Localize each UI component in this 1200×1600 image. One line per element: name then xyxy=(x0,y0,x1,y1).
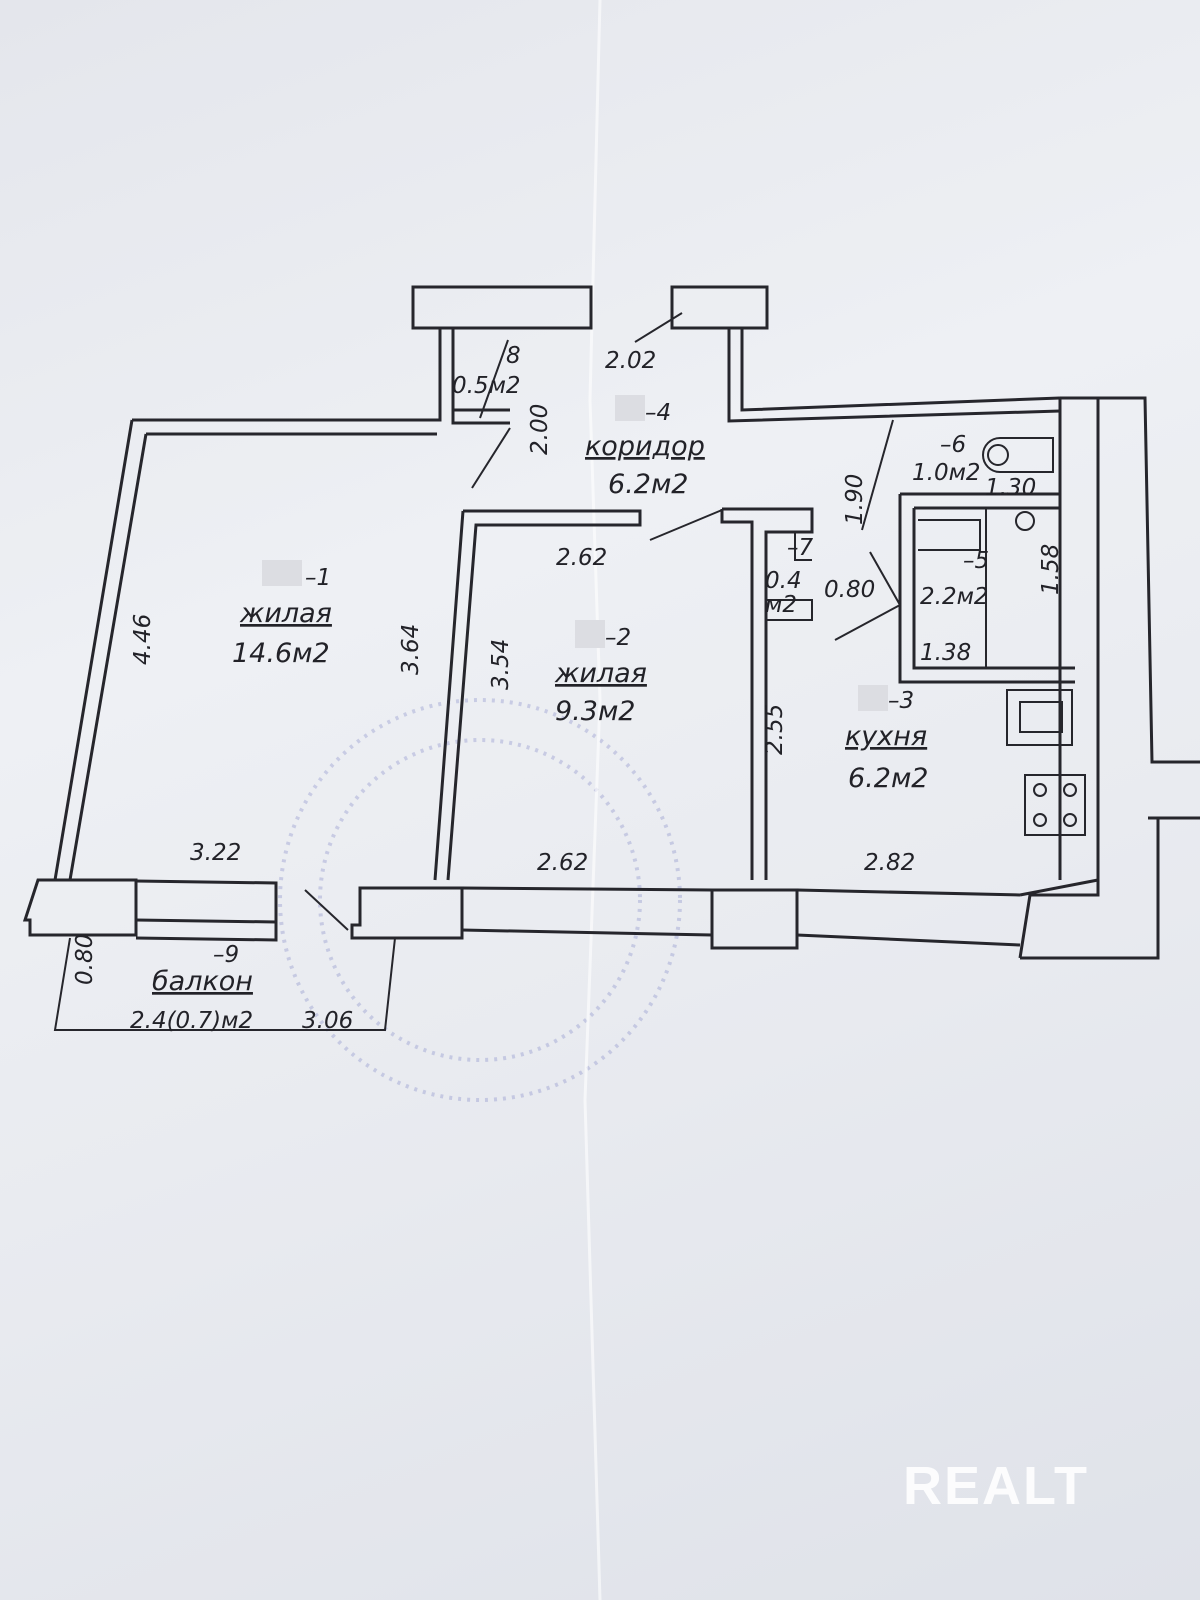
dim-0-80-balcony: 0.80 xyxy=(72,934,98,985)
room5-area: 2.2м2 xyxy=(920,584,989,610)
dim-1-30: 1.30 xyxy=(985,475,1036,501)
room5-number: –5 xyxy=(963,548,989,574)
dim-2-02: 2.02 xyxy=(605,348,656,374)
realt-watermark: REALT xyxy=(903,1456,1089,1516)
dimension-labels: 2.00 2.02 1.30 1.90 2.62 0.80 1.58 1.38 … xyxy=(72,348,1064,1034)
dim-3-22: 3.22 xyxy=(190,840,241,866)
dim-2-55: 2.55 xyxy=(762,704,788,755)
dim-1-58: 1.58 xyxy=(1038,544,1064,595)
walls xyxy=(22,285,1200,1031)
dim-3-54: 3.54 xyxy=(488,639,514,690)
dim-2-62-room2: 2.62 xyxy=(537,850,588,876)
room3-number: –3 xyxy=(888,688,914,714)
room6-area: 1.0м2 xyxy=(912,460,981,486)
room2-number: –2 xyxy=(605,625,631,651)
room9-number: –9 xyxy=(213,942,239,968)
dim-0-80-closet: 0.80 xyxy=(824,577,875,603)
room4-name: коридор xyxy=(585,431,705,462)
room-labels: 8 0.5м2 –4 коридор 6.2м2 –6 1.0м2 –7 0.4… xyxy=(130,343,989,1034)
room3-area: 6.2м2 xyxy=(848,763,929,794)
room2-area: 9.3м2 xyxy=(555,696,636,727)
room1-number: –1 xyxy=(305,565,331,591)
dim-3-06: 3.06 xyxy=(302,1008,353,1034)
room6-number: –6 xyxy=(940,432,966,458)
room7-area-unit: м2 xyxy=(765,592,797,618)
room4-number: –4 xyxy=(645,400,671,426)
stamp-seal xyxy=(278,698,682,1102)
dim-1-90: 1.90 xyxy=(842,474,868,525)
room4-area: 6.2м2 xyxy=(608,469,689,500)
room3-name: кухня xyxy=(845,721,927,752)
room1-name: жилая xyxy=(239,598,332,629)
dim-2-82: 2.82 xyxy=(864,850,915,876)
dim-2-00: 2.00 xyxy=(527,404,553,455)
room8-area: 0.5м2 xyxy=(452,373,521,399)
room1-area: 14.6м2 xyxy=(232,638,330,669)
room9-name: балкон xyxy=(152,966,253,997)
room8-number: 8 xyxy=(506,343,521,369)
room7-number: –7 xyxy=(787,535,814,561)
room7-area: 0.4 xyxy=(765,568,802,594)
dim-4-46: 4.46 xyxy=(130,614,156,665)
dim-2-62-corridor: 2.62 xyxy=(556,545,607,571)
room2-name: жилая xyxy=(554,658,647,689)
dim-3-64: 3.64 xyxy=(398,624,424,675)
dim-1-38: 1.38 xyxy=(920,640,971,666)
room9-area: 2.4(0.7)м2 xyxy=(130,1008,253,1034)
